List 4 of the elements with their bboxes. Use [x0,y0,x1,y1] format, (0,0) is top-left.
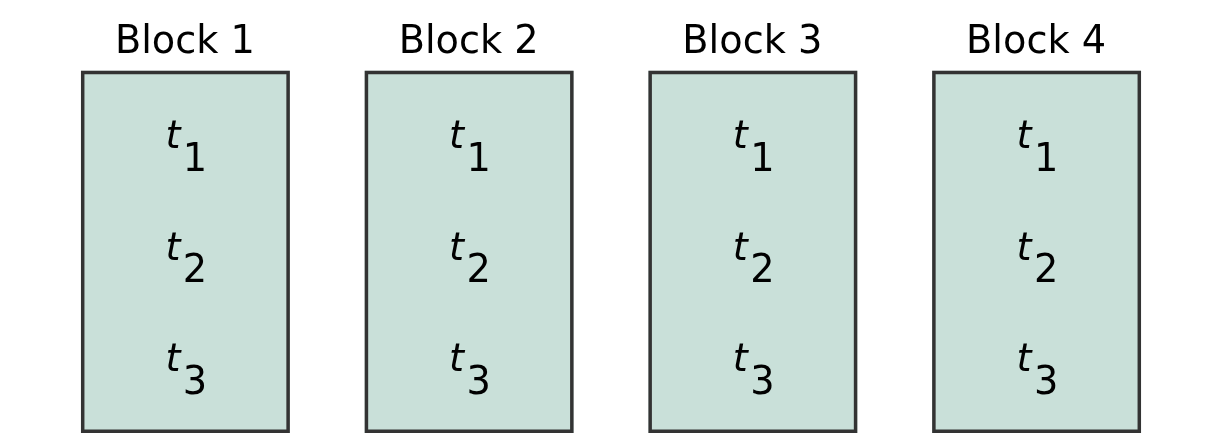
node-label: Block 2 [398,16,539,62]
node-label: Block 4 [966,16,1107,62]
node-label: Block 1 [114,16,255,62]
node-label: Block 3 [682,16,823,62]
